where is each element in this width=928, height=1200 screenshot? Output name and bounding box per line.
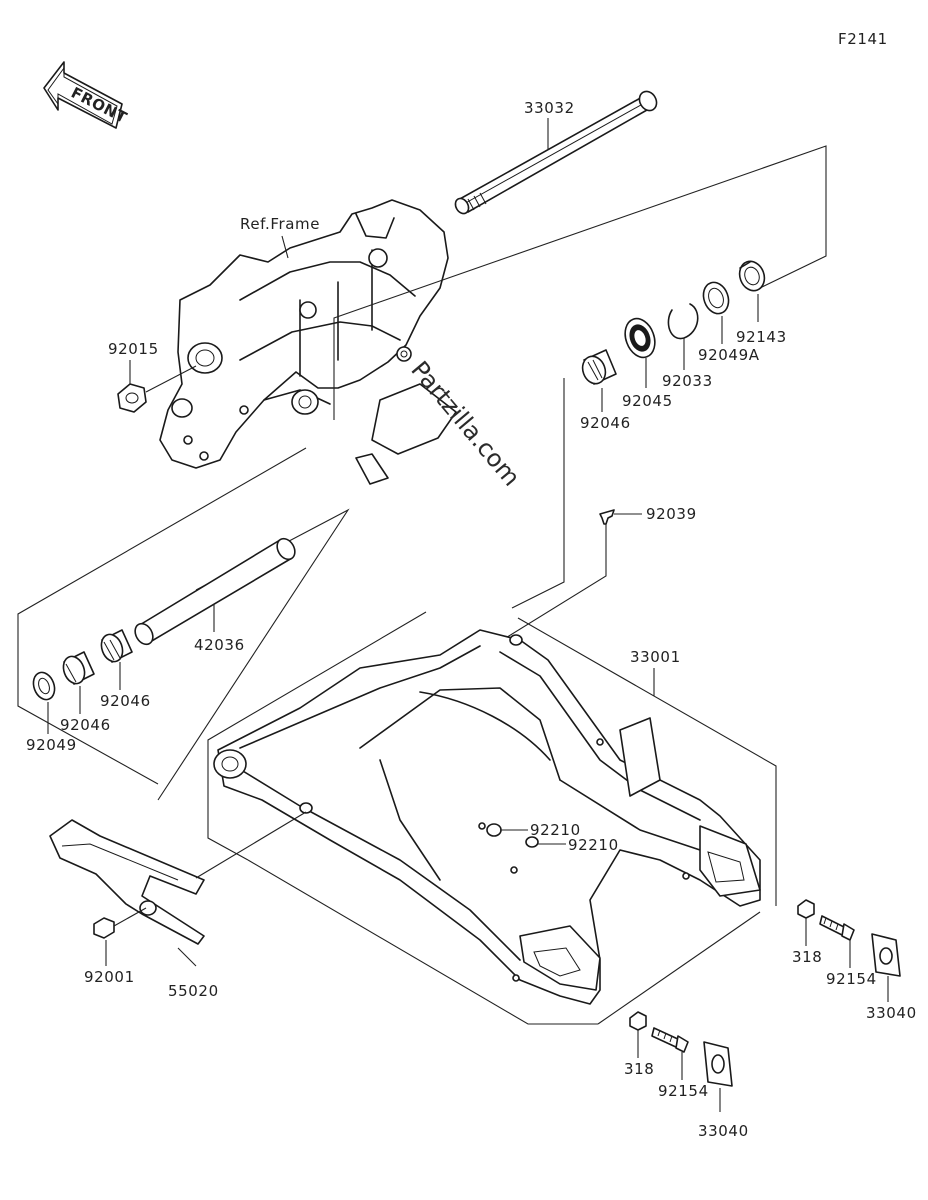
axle-shaft [454,90,658,215]
callout-92049: 92049 [26,736,77,754]
callout-92001: 92001 [84,968,135,986]
needle-bearing-92046-a [100,629,133,663]
callout-92210-b: 92210 [568,836,619,854]
bearing-92045 [624,317,656,359]
collar-92143 [738,260,766,292]
chain-guard-55020 [49,819,205,945]
callout-92046-a: 92046 [100,692,151,710]
bolt-92154-lower [651,1027,689,1053]
swingarm-guide-lines [207,611,777,1025]
seal-92049A [702,281,730,315]
chain-guard-guide [195,811,307,879]
callout-33001: 33001 [630,648,681,666]
reference-frame [159,199,457,485]
figure-code: F2141 [838,30,888,48]
callout-92210-a: 92210 [530,821,581,839]
front-arrow-icon: FRONT [43,61,130,129]
bolt-92001 [93,907,147,939]
bolt-92039 [599,509,615,525]
callout-92039: 92039 [646,505,697,523]
ref-frame-label: Ref.Frame [240,215,320,233]
callout-92045: 92045 [622,392,673,410]
adjuster-block-33040-lower [703,1041,733,1087]
callout-55020: 55020 [168,982,219,1000]
callout-33040-lower: 33040 [698,1122,749,1140]
left-assembly-guide-lines [17,145,827,801]
callout-92046-b: 92046 [60,716,111,734]
callout-92154-upper: 92154 [826,970,877,988]
circlip-92033 [667,303,699,340]
pivot-collar-42036 [134,537,296,646]
nut-92015 [117,383,147,413]
callout-33032: 33032 [524,99,575,117]
callout-318-upper: 318 [792,948,822,966]
bolt-92154-upper [819,915,855,941]
plug-92210-b [525,836,539,848]
callout-42036: 42036 [194,636,245,654]
callout-318-lower: 318 [624,1060,654,1078]
callout-92046-upper: 92046 [580,414,631,432]
seal-92049 [32,671,56,701]
callout-92154-lower: 92154 [658,1082,709,1100]
needle-bearing-92046-upper [581,349,617,385]
callout-33040-upper: 33040 [866,1004,917,1022]
needle-bearing-92046-b [62,651,95,685]
callout-92143: 92143 [736,328,787,346]
callout-92015: 92015 [108,340,159,358]
nut-318-upper [797,899,815,919]
callout-92049a: 92049A [698,346,760,364]
nut-318-lower [629,1011,647,1031]
callout-92033: 92033 [662,372,713,390]
swingarm [213,629,761,1005]
callout-leaders [47,118,889,1112]
plug-92210-a [486,823,502,837]
adjuster-block-33040-upper [871,933,901,977]
